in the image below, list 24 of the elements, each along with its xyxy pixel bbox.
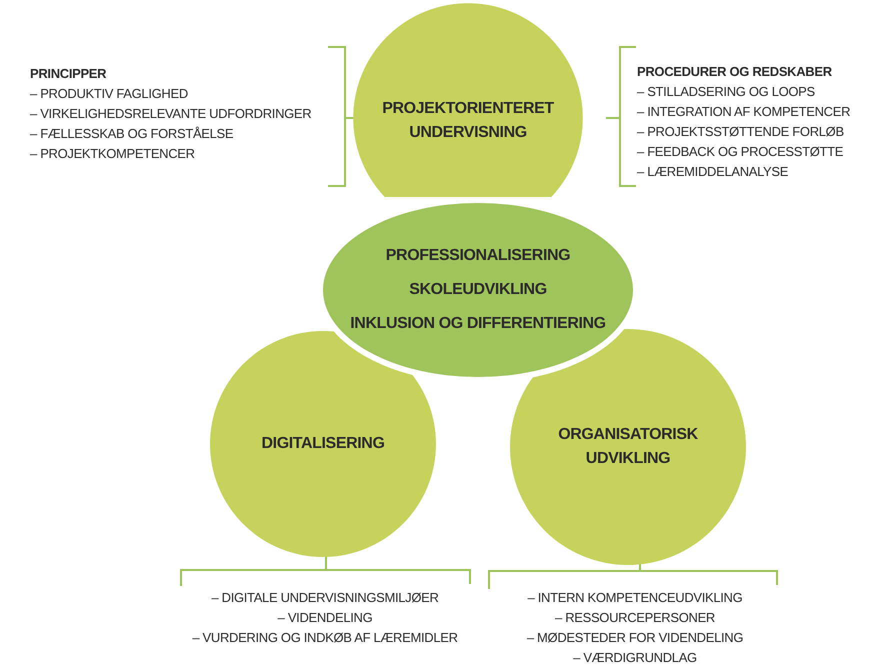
circle-label: INKLUSION OG DIFFERENTIERING	[350, 314, 606, 334]
list-item: – VÆRDIGRUNDLAG	[573, 649, 697, 665]
circle-label: ORGANISATORISK UDVIKLING	[557, 425, 699, 469]
list-item: – VIDENDELING	[278, 609, 372, 627]
list-item: – VURDERING OG INDKØB AF LÆREMIDLER	[192, 629, 458, 647]
circle-label: DIGITALISERING	[262, 434, 384, 454]
list-heading: PRINCIPPER	[30, 65, 106, 83]
list-heading: PROCEDURER OG REDSKABER	[637, 63, 832, 81]
list-item: – DIGITALE UNDERVISNINGSMILJØER	[211, 589, 439, 607]
list-item: – INTERN KOMPETENCEUDVIKLING	[528, 589, 742, 607]
list-item: – MØDESTEDER FOR VIDENDELING	[526, 629, 744, 647]
circle-label: PROJEKTORIENTERET UNDERVISNING	[382, 99, 554, 143]
circle-label: PROFESSIONALISERING	[386, 246, 570, 266]
list-item: – PRODUKTIV FAGLIGHED	[30, 85, 188, 103]
list-item: – FÆLLESSKAB OG FORSTÅELSE	[30, 125, 234, 143]
list-item: – RESSOURCEPERSONER	[555, 609, 715, 627]
list-item: – FEEDBACK OG PROCESSTØTTE	[637, 143, 844, 161]
list-item: – INTEGRATION AF KOMPETENCER	[637, 103, 850, 121]
circle-label: SKOLEUDVIKLING	[409, 280, 547, 300]
list-item: – LÆREMIDDELANALYSE	[637, 163, 788, 181]
list-item: – PROJEKTKOMPETENCER	[30, 145, 195, 163]
list-item: – VIRKELIGHEDSRELEVANTE UDFORDRINGER	[30, 105, 312, 123]
list-item: – STILLADSERING OG LOOPS	[637, 83, 815, 101]
list-item: – PROJEKTSSTØTTENDE FORLØB	[637, 123, 844, 141]
